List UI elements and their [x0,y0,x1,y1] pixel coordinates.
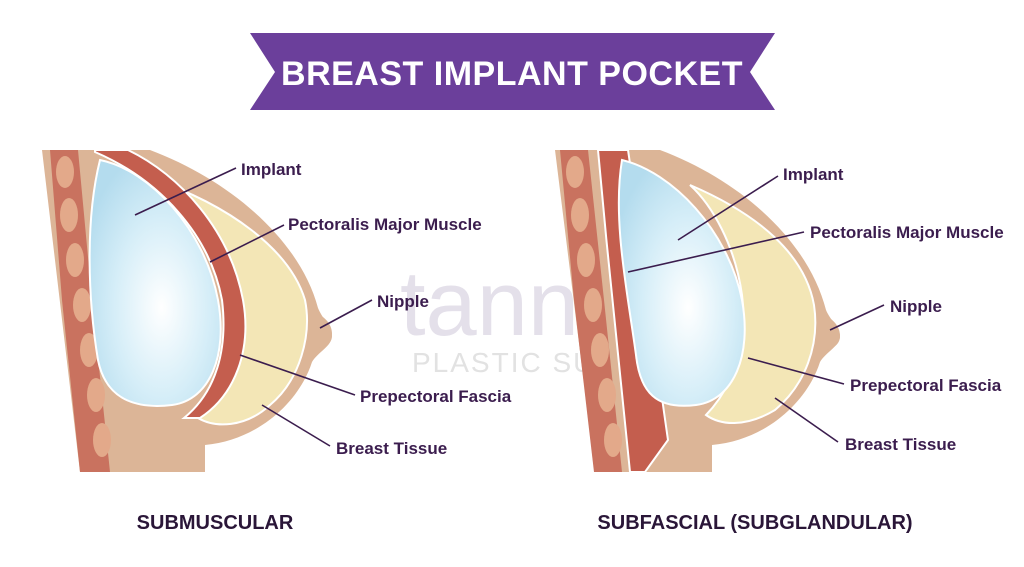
page-title: BREAST IMPLANT POCKET [281,55,743,93]
ribs [566,156,622,457]
leader-tissue [261,404,331,447]
leader-pectoralis [627,231,805,273]
label-implant: Implant [783,165,844,184]
leader-fascia [747,357,845,385]
leader-fascia [239,354,356,396]
pectoralis-muscle [94,149,247,419]
caption-subfascial: SUBFASCIAL (SUBGLANDULAR) [597,512,912,534]
implant-shape [617,158,746,407]
label-nipple: Nipple [890,297,942,316]
label-fascia: Prepectoral Fascia [850,376,1002,395]
caption-submuscular: SUBMUSCULAR [137,512,294,534]
label-pectoralis: Pectoralis Major Muscle [288,215,482,234]
leader-implant [677,175,779,241]
leader-pectoralis [209,224,285,263]
leader-implant [134,167,237,216]
nipple-shape [826,316,840,350]
label-tissue: Breast Tissue [336,439,447,458]
nipple-shape [318,314,332,348]
leader-nipple [829,304,885,331]
banner-shape [250,33,775,110]
label-pectoralis: Pectoralis Major Muscle [810,223,1004,242]
breast-tissue [689,184,817,424]
label-nipple: Nipple [377,292,429,311]
leader-nipple [319,299,373,329]
submuscular-illustration: Implant Pectoralis Major Muscle Nipple P… [42,149,512,534]
ribs [56,156,111,457]
title-banner: BREAST IMPLANT POCKET [250,33,775,110]
label-implant: Implant [241,160,302,179]
subfascial-illustration: Implant Pectoralis Major Muscle Nipple P… [555,149,1004,534]
implant-shape [88,158,222,407]
leader-tissue [774,397,839,443]
label-tissue: Breast Tissue [845,435,956,454]
label-fascia: Prepectoral Fascia [360,387,512,406]
